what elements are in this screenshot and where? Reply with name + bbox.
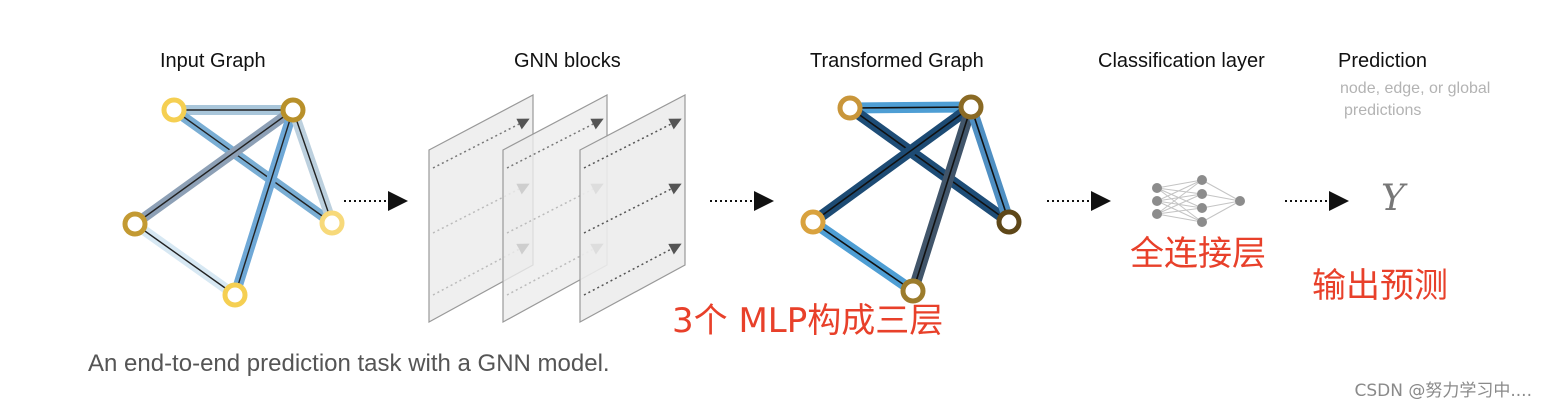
classification-network <box>1152 175 1245 227</box>
transformed-node-3 <box>800 209 826 235</box>
label-classification-layer: Classification layer <box>1098 50 1265 72</box>
transformed-node-2 <box>958 94 984 120</box>
watermark: CSDN @努力学习中.... <box>1354 381 1533 401</box>
prediction-subtitle-line-2: predictions <box>1344 102 1422 119</box>
prediction-subtitle-line-1: node, edge, or global <box>1340 80 1491 97</box>
gnn-blocks <box>428 94 686 324</box>
input-node-2 <box>280 97 306 123</box>
label-gnn-blocks: GNN blocks <box>514 50 621 72</box>
input-node-3 <box>122 211 148 237</box>
annotation-mlp-layers: 3个 MLP构成三层 <box>672 301 944 341</box>
input-graph-edges <box>130 105 337 300</box>
label-transformed-graph: Transformed Graph <box>810 50 984 72</box>
input-node-5 <box>222 282 248 308</box>
figure-caption: An end-to-end prediction task with a GNN… <box>88 350 610 377</box>
input-node-1 <box>161 97 187 123</box>
transformed-node-5 <box>900 278 926 304</box>
annotation-fully-connected: 全连接层 <box>1130 234 1266 274</box>
input-node-4 <box>319 210 345 236</box>
transformed-node-4 <box>996 209 1022 235</box>
input-graph <box>122 97 345 308</box>
annotation-output-prediction: 输出预测 <box>1312 266 1448 306</box>
gnn-block-3 <box>579 94 686 324</box>
label-input-graph: Input Graph <box>160 50 266 72</box>
output-symbol: Y <box>1381 178 1405 219</box>
transformed-node-1 <box>837 95 863 121</box>
transformed-graph <box>800 94 1022 304</box>
transformed-graph-edges <box>807 101 1015 297</box>
label-prediction: Prediction <box>1338 50 1427 72</box>
